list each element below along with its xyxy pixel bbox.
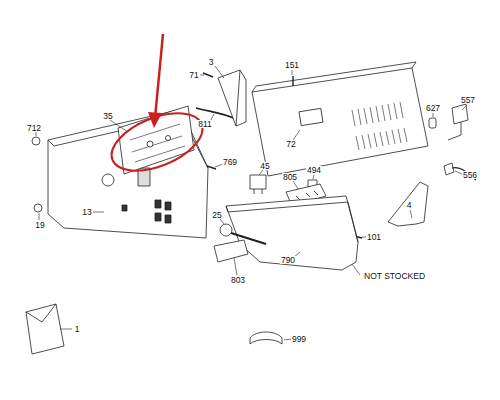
knob (34, 204, 42, 212)
back-panel-lip (252, 62, 416, 92)
leader-line (39, 213, 40, 220)
wire-connector (444, 163, 454, 175)
back-panel-window (299, 108, 323, 125)
switch (452, 104, 468, 124)
bracket-fold (236, 70, 240, 126)
callout-number: 45 (259, 162, 270, 171)
callout-number: 25 (211, 211, 222, 220)
leader-line (259, 170, 263, 175)
harness-clip (250, 332, 282, 344)
leader-line (293, 181, 298, 189)
note-text: NOT STOCKED (363, 272, 426, 281)
tray-edge (226, 202, 358, 242)
control-board (118, 106, 194, 174)
callout-number: 803 (230, 276, 246, 285)
panel-button (155, 200, 161, 208)
switch-lead (448, 122, 461, 140)
highlight-arrow (155, 34, 163, 118)
encoder (214, 240, 248, 262)
board-part (147, 141, 153, 147)
callout-number: 999 (291, 335, 307, 344)
leader-line (234, 258, 237, 275)
end-bracket (218, 70, 246, 126)
panel-button (155, 213, 161, 221)
board-detail (130, 124, 185, 162)
callout-number: 627 (425, 104, 441, 113)
callout-number: 13 (81, 208, 92, 217)
envelope-flap (26, 304, 56, 322)
callout-number: 72 (285, 140, 296, 149)
callout-number: 557 (460, 96, 476, 105)
leader-line (433, 113, 434, 117)
panel-knob-hole (102, 174, 114, 186)
leader-line (60, 329, 72, 330)
panel-button (165, 215, 171, 223)
leader-line (462, 105, 467, 110)
highlight-ellipse (104, 102, 211, 182)
screw (292, 76, 293, 86)
board-part (166, 136, 171, 141)
callout-number: 71 (188, 71, 199, 80)
sensor (429, 118, 436, 128)
callout-number: 101 (366, 233, 382, 242)
callout-number: 556 (462, 171, 478, 180)
callout-number: 1 (74, 325, 81, 334)
callout-number: 3 (208, 58, 215, 67)
back-panel-vents (352, 102, 407, 150)
literature-envelope (26, 304, 64, 354)
callout-number: 712 (26, 124, 42, 133)
leader-line (313, 175, 314, 179)
callout-number: 811 (197, 120, 213, 129)
callout-number: 19 (34, 221, 45, 230)
leader-line (93, 212, 104, 213)
back-panel (252, 68, 428, 176)
knob (220, 224, 232, 236)
callout-number: 151 (284, 61, 300, 70)
leader-line (352, 264, 360, 275)
callout-number: 494 (306, 166, 322, 175)
screw (203, 73, 213, 77)
panel-button (165, 202, 171, 210)
relay-pins (254, 189, 262, 194)
leader-line (292, 70, 293, 75)
callout-number: 790 (280, 256, 296, 265)
callout-number: 35 (102, 112, 113, 121)
callout-number: 805 (282, 173, 298, 182)
leader-line (410, 210, 412, 218)
leader-line (110, 120, 128, 132)
leader-line (215, 66, 224, 78)
highlight-arrowhead (148, 112, 162, 128)
mounting-tray (226, 196, 358, 270)
panel-button (122, 205, 127, 211)
end-bracket (388, 182, 428, 226)
callout-number: 769 (222, 158, 238, 167)
leader-line (293, 130, 300, 140)
relay (250, 175, 266, 189)
screw (207, 166, 216, 169)
callout-number: 4 (406, 201, 413, 210)
leader-line (199, 75, 204, 76)
knob (32, 137, 40, 145)
leader-line (220, 219, 224, 224)
leader-line (36, 132, 37, 136)
